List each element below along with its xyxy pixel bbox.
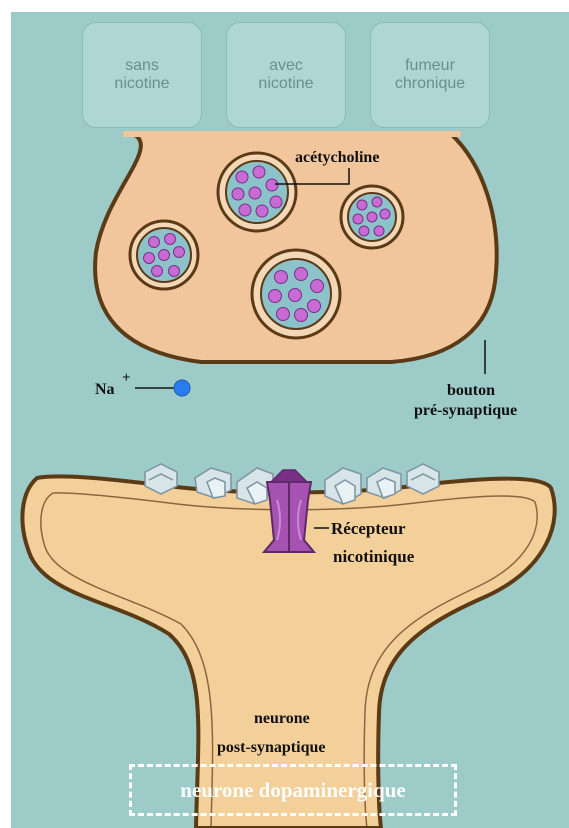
postsynaptic-label-line1: neurone	[254, 710, 310, 727]
bouton-label-line2: pré-synaptique	[414, 402, 517, 419]
sodium-charge: +	[122, 370, 131, 386]
receptor-label-line1: Récepteur	[331, 519, 406, 538]
vesicle	[130, 221, 198, 289]
sodium-ion	[174, 380, 190, 396]
receptor-label-line2: nicotinique	[333, 547, 415, 566]
vesicle	[218, 153, 296, 231]
dopaminergic-neuron-label-box: neurone dopaminergique	[129, 764, 457, 816]
sodium-label: Na	[95, 381, 115, 398]
dopaminergic-neuron-label: neurone dopaminergique	[180, 778, 405, 803]
vesicle	[341, 186, 403, 248]
synapse-illustration: acétycholine bouton pré-synaptique Na +	[11, 12, 569, 828]
postsynaptic-label-line2: post-synaptique	[217, 739, 325, 756]
vesicle	[252, 250, 340, 338]
acetylcholine-label: acétycholine	[295, 149, 379, 166]
bouton-label-line1: bouton	[447, 382, 495, 399]
